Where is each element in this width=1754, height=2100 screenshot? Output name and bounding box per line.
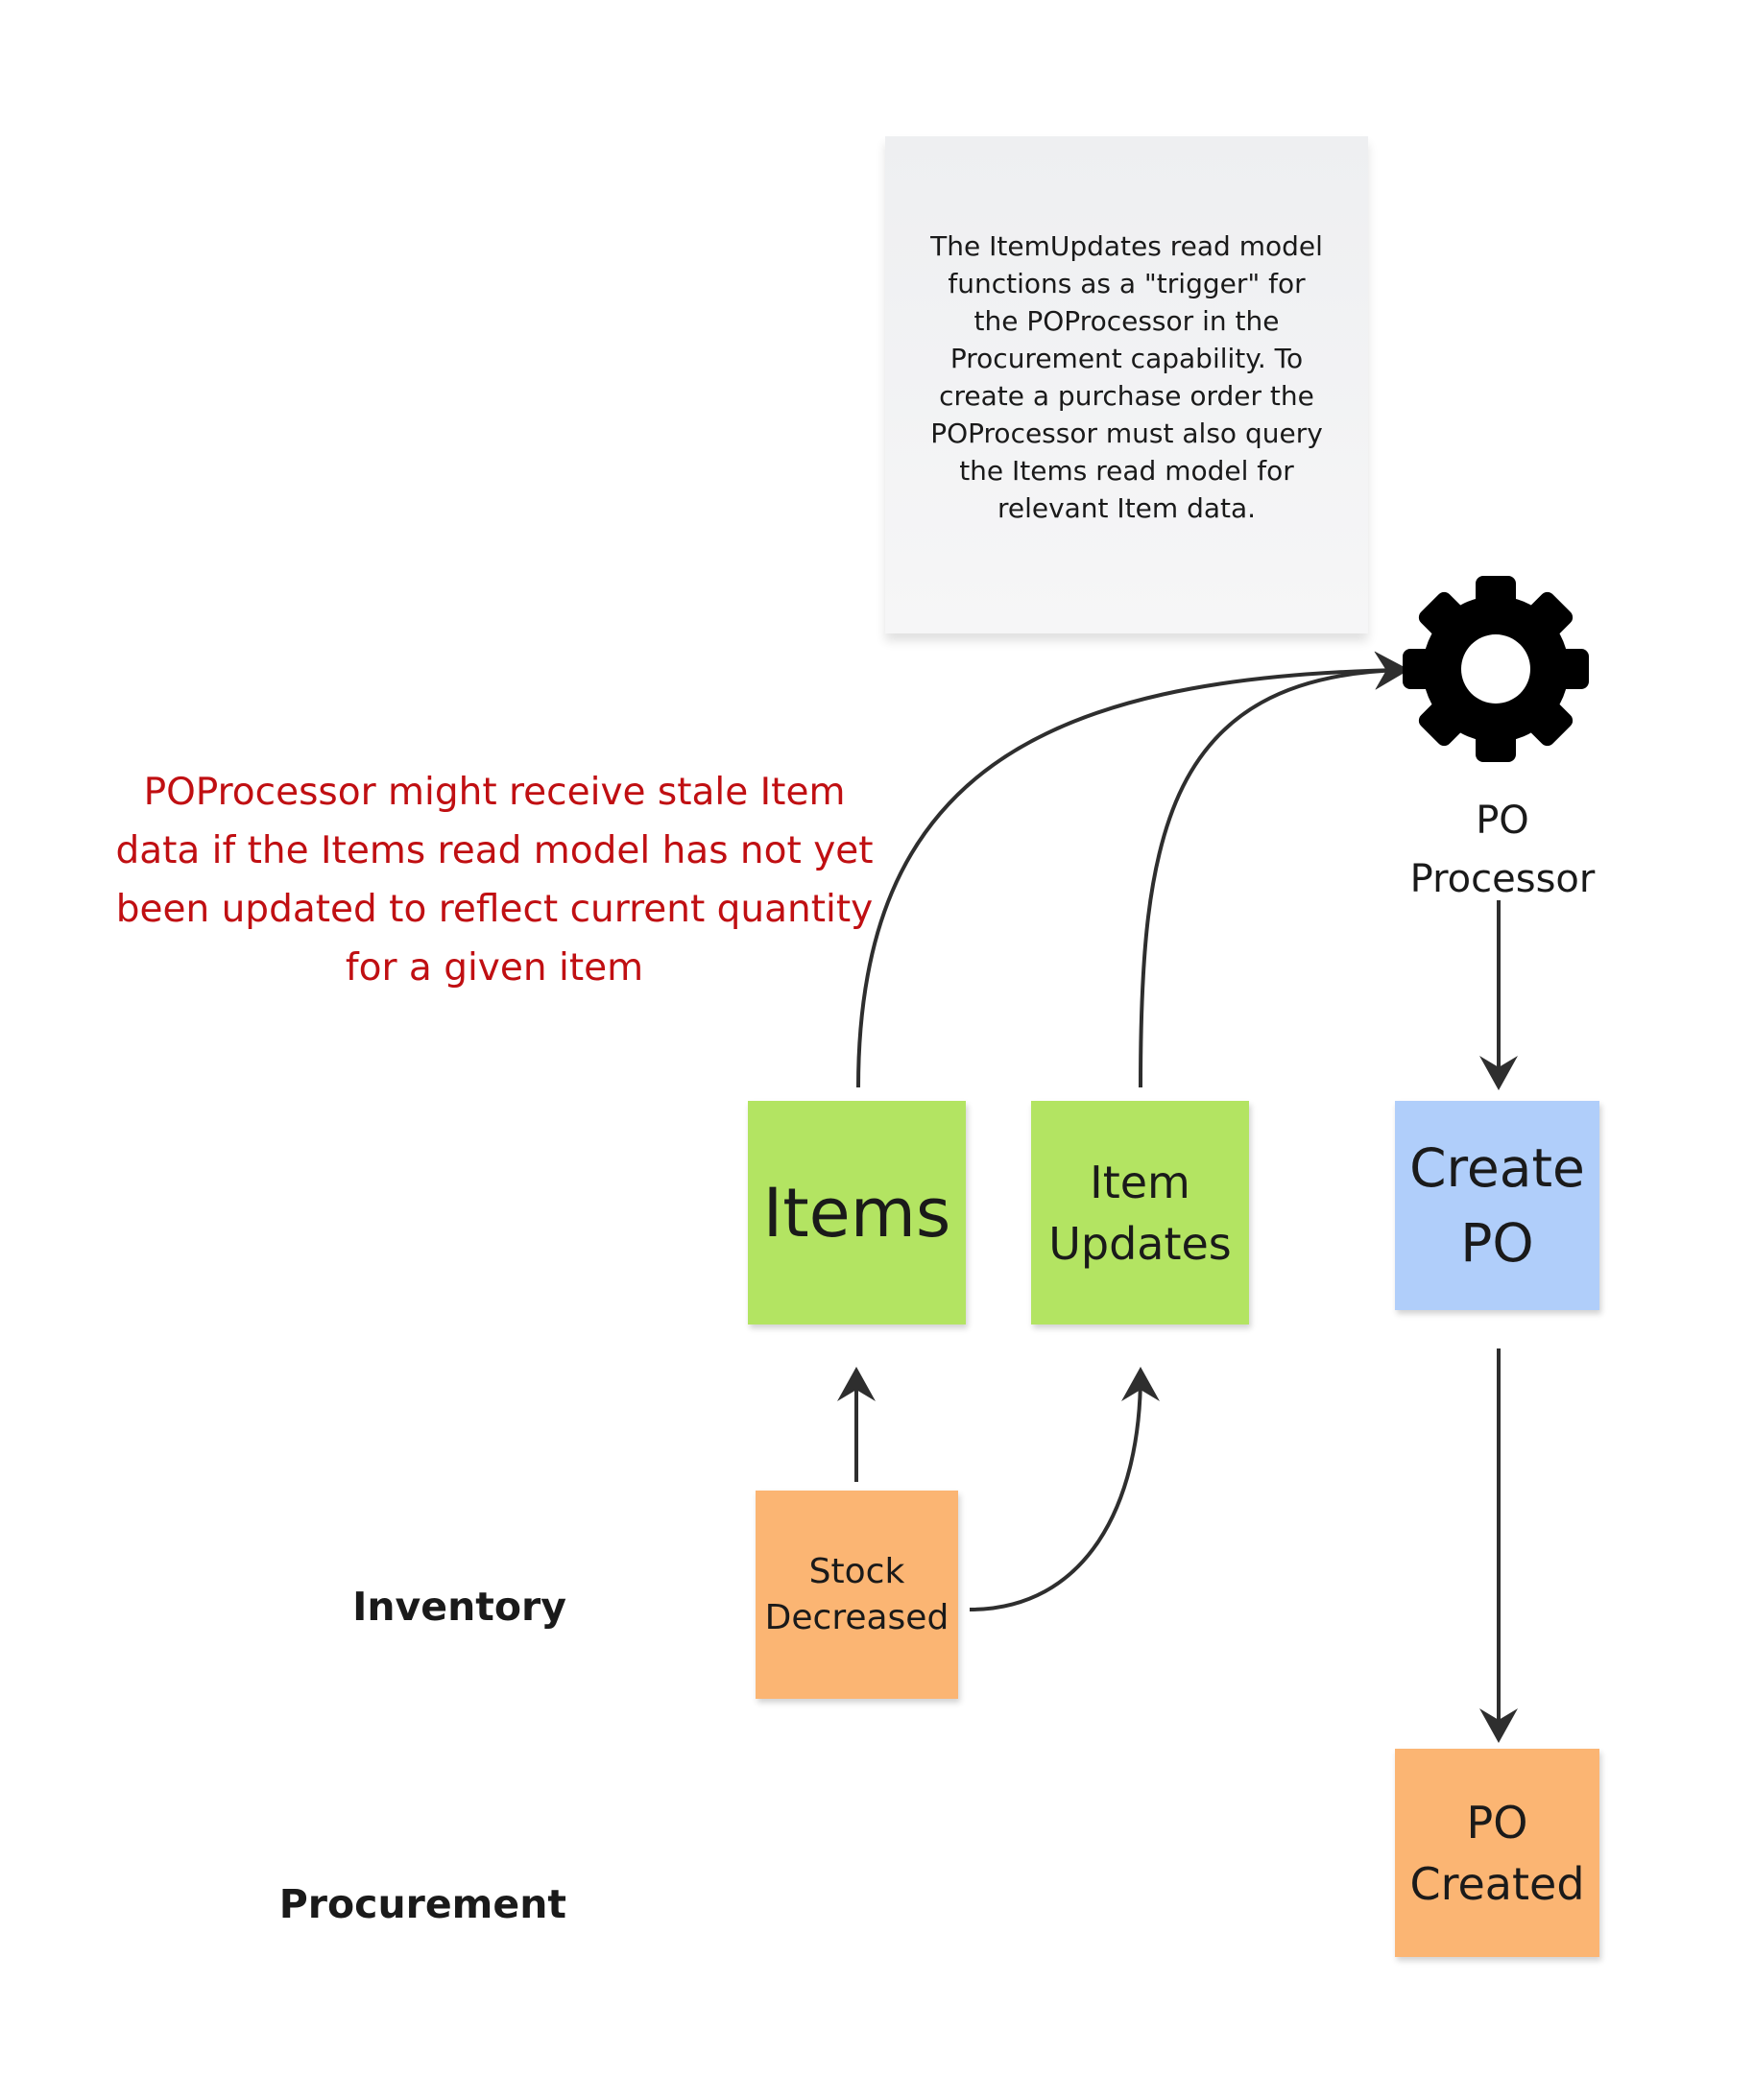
create-po-label-line: PO — [1460, 1212, 1534, 1274]
warning-line: been updated to reflect current quantity — [115, 888, 874, 931]
item-updates-label-line: Item — [1090, 1156, 1190, 1208]
lane-label-procurement: Procurement — [278, 1881, 566, 1927]
item-updates-label-line: Updates — [1048, 1217, 1232, 1270]
gear-icon — [1403, 576, 1589, 762]
warning-line: data if the Items read model has not yet — [115, 829, 874, 872]
po-created-label-line: Created — [1409, 1857, 1585, 1910]
stock-decreased-label-line: Decreased — [764, 1597, 949, 1637]
stock-decreased-label-line: Stock — [808, 1551, 905, 1591]
po-created-event[interactable]: PO Created — [1395, 1749, 1599, 1957]
lane-label-inventory: Inventory — [352, 1584, 566, 1630]
po-created-label-line: PO — [1466, 1796, 1528, 1849]
item-updates-read-model[interactable]: Item Updates — [1031, 1101, 1249, 1324]
items-read-model-label: Items — [762, 1173, 951, 1253]
item-updates-to-processor-arrow — [1139, 651, 1409, 1088]
stale-data-warning: POProcessor might receive stale Item dat… — [110, 763, 878, 997]
stock-decreased-event[interactable]: Stock Decreased — [756, 1491, 958, 1699]
warning-line: for a given item — [345, 946, 644, 990]
items-read-model[interactable]: Items — [748, 1101, 966, 1324]
explanation-note-text: The ItemUpdates read model functions as … — [930, 230, 1323, 524]
create-po-label-line: Create — [1409, 1137, 1585, 1199]
processor-label-line: PO — [1476, 799, 1529, 843]
explanation-note: The ItemUpdates read model functions as … — [885, 136, 1368, 633]
create-po-command[interactable]: Create PO — [1395, 1101, 1599, 1310]
items-to-processor-arrow — [856, 651, 1409, 1088]
warning-line: POProcessor might receive stale Item — [143, 771, 846, 814]
processor-label-line: Processor — [1409, 857, 1596, 901]
stock-decreased-to-item-updates-arrow — [969, 1367, 1160, 1611]
processor-label: PO Processor — [1382, 792, 1622, 909]
